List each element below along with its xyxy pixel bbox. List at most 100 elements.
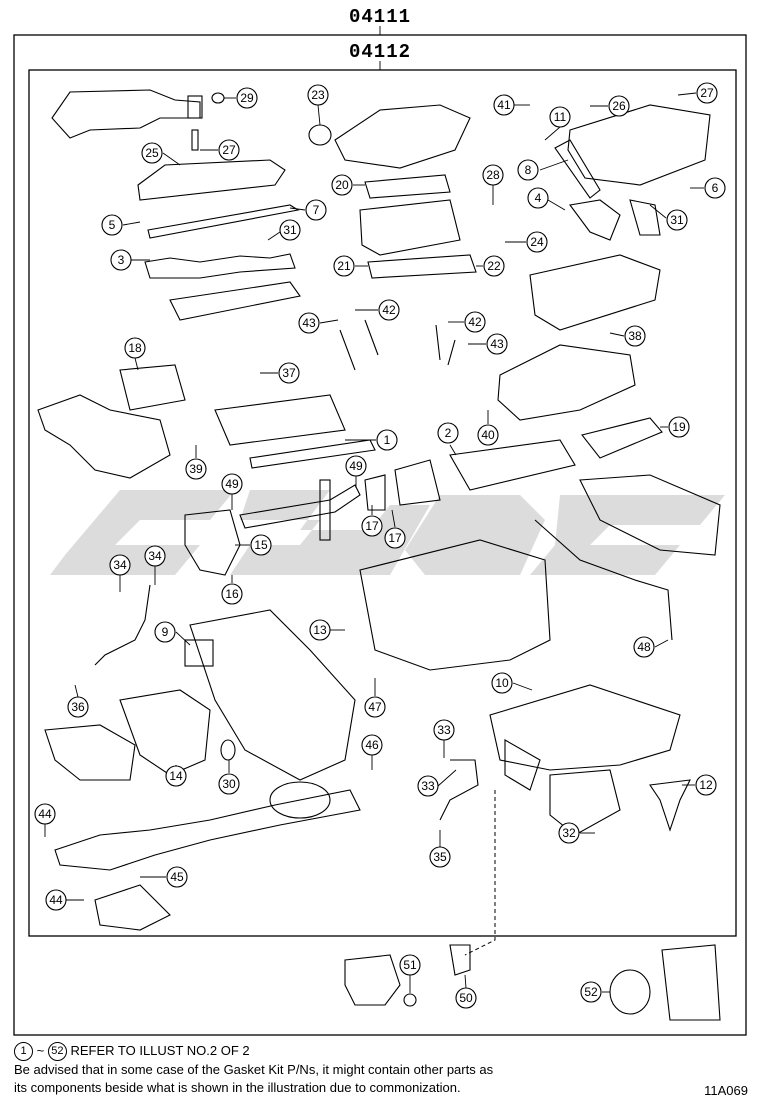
callout-43b: 43 [468, 333, 508, 355]
note-line-1: Be advised that in some case of the Gask… [14, 1062, 494, 1078]
svg-text:32: 32 [562, 826, 576, 840]
svg-text:43: 43 [490, 337, 504, 351]
svg-text:48: 48 [637, 640, 651, 654]
callout-27a: 27 [200, 139, 240, 161]
callout-31a: 31 [267, 219, 301, 241]
callout-46: 46 [361, 734, 383, 770]
callout-5: 5 [101, 214, 141, 236]
svg-text:34: 34 [113, 558, 127, 572]
svg-text:29: 29 [240, 91, 254, 105]
callout-9: 9 [154, 621, 191, 646]
callout-24: 24 [505, 231, 548, 253]
svg-text:47: 47 [368, 700, 382, 714]
callout-7: 7 [289, 199, 327, 221]
svg-text:49: 49 [349, 459, 363, 473]
svg-text:49: 49 [225, 477, 239, 491]
callout-42b: 42 [448, 311, 486, 333]
callout-36: 36 [67, 684, 89, 718]
callout-49a: 49 [221, 473, 243, 510]
svg-text:13: 13 [313, 623, 327, 637]
callout-41: 41 [493, 94, 530, 116]
svg-text:28: 28 [486, 168, 500, 182]
svg-text:33: 33 [421, 779, 435, 793]
svg-text:17: 17 [365, 519, 379, 533]
callout-34b: 34 [144, 545, 166, 585]
inner-kit-code: 04112 [349, 41, 411, 63]
svg-text:1: 1 [384, 433, 391, 447]
svg-text:26: 26 [612, 99, 626, 113]
callout-49b: 49 [345, 455, 367, 488]
svg-text:3: 3 [118, 253, 125, 267]
callout-1: 1 [345, 429, 398, 451]
svg-text:2: 2 [445, 426, 452, 440]
callout-26: 26 [590, 95, 630, 117]
range-start-badge: 1 [14, 1042, 33, 1062]
callout-23: 23 [307, 84, 329, 126]
svg-text:6: 6 [712, 181, 719, 195]
svg-text:25: 25 [145, 146, 159, 160]
callout-16: 16 [221, 575, 243, 605]
svg-text:17: 17 [388, 531, 402, 545]
outer-kit-frame [13, 34, 747, 1036]
refer-text: REFER TO ILLUST NO.2 OF 2 [70, 1043, 250, 1058]
svg-text:27: 27 [700, 86, 714, 100]
svg-text:21: 21 [337, 259, 351, 273]
callout-29: 29 [224, 87, 258, 109]
callout-13: 13 [309, 619, 345, 641]
svg-text:16: 16 [225, 587, 239, 601]
svg-text:35: 35 [433, 850, 447, 864]
svg-text:42: 42 [382, 303, 396, 317]
svg-text:4: 4 [535, 191, 542, 205]
svg-text:46: 46 [365, 738, 379, 752]
callout-40: 40 [477, 410, 499, 446]
callout-14: 14 [165, 765, 187, 787]
callout-11: 11 [544, 106, 571, 141]
svg-text:10: 10 [495, 676, 509, 690]
callout-39: 39 [185, 445, 207, 480]
svg-text:44: 44 [38, 807, 52, 821]
callout-50: 50 [455, 974, 477, 1009]
svg-text:38: 38 [628, 329, 642, 343]
svg-text:30: 30 [222, 777, 236, 791]
svg-text:40: 40 [481, 428, 495, 442]
callout-33a: 33 [433, 719, 455, 758]
svg-text:5: 5 [109, 218, 116, 232]
svg-text:14: 14 [169, 769, 183, 783]
callout-52: 52 [580, 981, 610, 1003]
figure-id: 11A069 [704, 1083, 748, 1098]
callout-3: 3 [110, 249, 150, 271]
svg-text:37: 37 [282, 366, 296, 380]
callout-2: 2 [437, 422, 459, 456]
callout-18: 18 [124, 337, 146, 371]
svg-text:36: 36 [71, 700, 85, 714]
refer-line: 1 ~ 52 REFER TO ILLUST NO.2 OF 2 [14, 1042, 754, 1062]
callout-51: 51 [399, 954, 421, 993]
svg-text:51: 51 [403, 958, 417, 972]
inner-kit-frame [28, 69, 737, 937]
callout-12: 12 [682, 774, 717, 796]
gasket-kit-diagram: 04111 04112 [13, 6, 747, 1036]
callout-27b: 27 [677, 82, 718, 104]
svg-text:20: 20 [335, 178, 349, 192]
callout-48: 48 [633, 636, 669, 658]
svg-text:33: 33 [437, 723, 451, 737]
svg-text:44: 44 [49, 893, 63, 907]
callout-45: 45 [140, 866, 188, 888]
callout-30: 30 [218, 760, 240, 795]
svg-text:18: 18 [128, 341, 142, 355]
svg-text:19: 19 [672, 420, 686, 434]
svg-text:45: 45 [170, 870, 184, 884]
svg-text:24: 24 [530, 235, 544, 249]
callout-25: 25 [141, 142, 181, 166]
svg-text:15: 15 [254, 538, 268, 552]
callout-43a: 43 [298, 312, 339, 334]
callout-22: 22 [476, 255, 505, 277]
callout-44a: 44 [34, 803, 56, 837]
callout-47: 47 [364, 678, 386, 718]
callout-31b: 31 [649, 204, 688, 231]
svg-text:52: 52 [584, 985, 598, 999]
callout-6: 6 [690, 177, 726, 199]
svg-text:22: 22 [487, 259, 501, 273]
svg-text:9: 9 [162, 625, 169, 639]
outer-kit-code: 04111 [349, 6, 411, 28]
